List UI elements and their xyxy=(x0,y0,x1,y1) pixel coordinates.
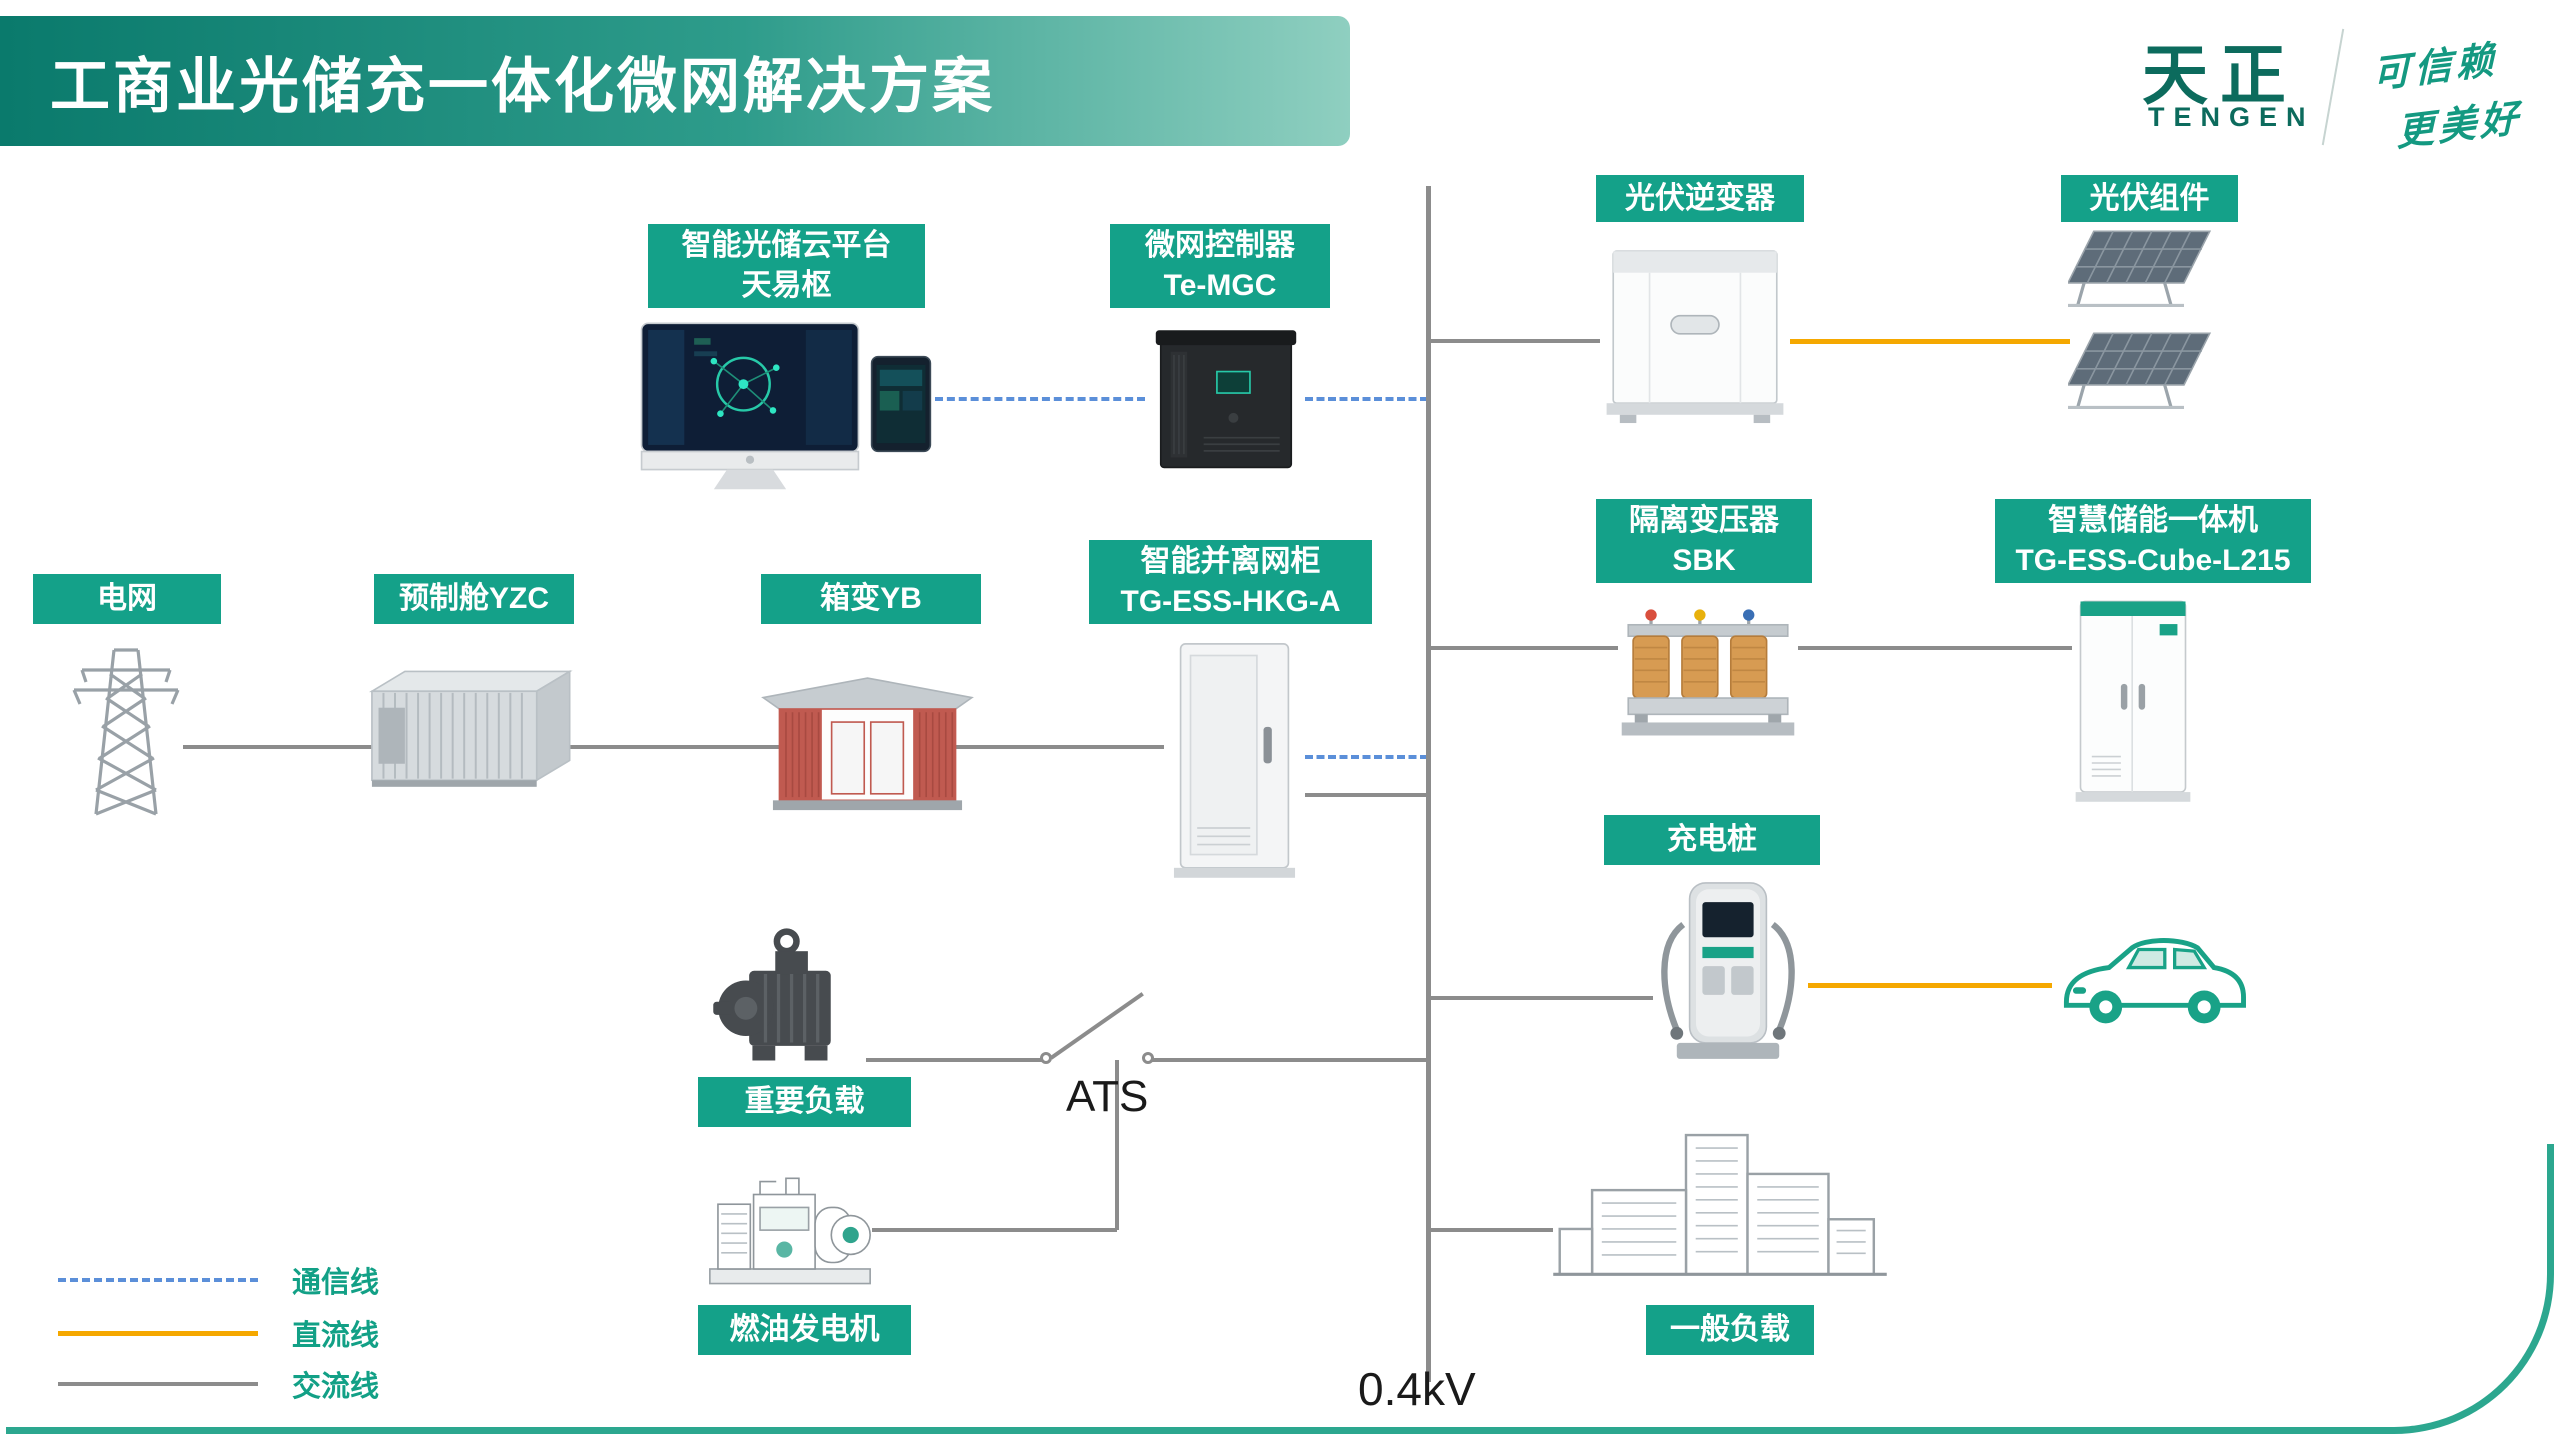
ev-charger-icon xyxy=(1648,875,1808,1070)
label-pv-modules: 光伏组件 xyxy=(2061,175,2238,222)
label-diesel-generator-text: 燃油发电机 xyxy=(729,1313,880,1347)
legend-comm-label: 通信线 xyxy=(292,1267,380,1299)
label-isolation-transformer-line1: 隔离变压器 xyxy=(1629,504,1779,538)
legend-dc-label: 直流线 xyxy=(292,1320,380,1352)
inverter-box-icon xyxy=(1600,238,1790,428)
label-pv-inverter: 光伏逆变器 xyxy=(1596,175,1804,222)
title-banner: 工商业光储充一体化微网解决方案 xyxy=(0,16,1350,146)
label-pv-modules-text: 光伏组件 xyxy=(2089,181,2210,215)
lv-bus-line xyxy=(1426,186,1431,1382)
ats-switch-blade xyxy=(1049,992,1144,1060)
brand-divider xyxy=(2321,28,2345,146)
solar-panel-icon xyxy=(2068,228,2213,312)
generator-icon xyxy=(705,1165,875,1292)
comm-line-controller-bus xyxy=(1305,397,1428,401)
dc-line-charger-car xyxy=(1808,983,2052,988)
solar-panel-icon xyxy=(2068,330,2213,414)
label-hybrid-cabinet: 智能并离网柜 TG-ESS-HKG-A xyxy=(1089,540,1372,624)
transformer-coils-icon xyxy=(1618,602,1798,742)
comm-line-platform-controller xyxy=(935,397,1145,401)
ac-line-motor-ats xyxy=(866,1058,1049,1062)
motor-icon xyxy=(710,925,865,1072)
legend-ac-line-sample xyxy=(58,1382,258,1386)
ac-line-grid-chain xyxy=(183,745,1164,749)
ac-line-transformer-ess xyxy=(1798,646,2072,650)
label-diesel-generator: 燃油发电机 xyxy=(698,1305,911,1355)
controller-box-icon xyxy=(1147,322,1305,474)
label-general-load-text: 一般负载 xyxy=(1670,1313,1790,1347)
brand-logo: 天正 xyxy=(2142,38,2298,112)
label-microgrid-controller-line1: 微网控制器 xyxy=(1145,229,1295,263)
label-general-load: 一般负载 xyxy=(1646,1305,1814,1355)
label-cloud-platform: 智能光储云平台 天易枢 xyxy=(648,224,925,308)
legend-item-comm: 通信线 xyxy=(58,1262,380,1299)
page-title: 工商业光储充一体化微网解决方案 xyxy=(50,52,995,120)
ats-contact-dot-left xyxy=(1040,1052,1052,1064)
label-ess-line1: 智慧储能一体机 xyxy=(2048,504,2258,538)
legend-dc-line-sample xyxy=(58,1330,258,1336)
substation-box-icon xyxy=(750,665,985,815)
battery-cabinet-icon xyxy=(2072,595,2194,805)
label-hybrid-cabinet-line1: 智能并离网柜 xyxy=(1140,545,1321,579)
brand-slogan-line1: 可信赖 xyxy=(2372,39,2498,97)
buildings-icon xyxy=(1550,1128,1890,1283)
ac-line-bus-charger xyxy=(1428,996,1653,1000)
transmission-tower-icon xyxy=(66,630,186,820)
page-frame-curve xyxy=(6,1144,2554,1434)
legend-comm-line-sample xyxy=(58,1278,258,1282)
ac-line-bus-inverter xyxy=(1428,339,1600,343)
dc-line-inverter-panels xyxy=(1790,339,2070,344)
label-grid-text: 电网 xyxy=(97,582,157,616)
brand-slogan-line2: 更美好 xyxy=(2396,97,2522,155)
label-charging-pile-text: 充电桩 xyxy=(1667,823,1757,857)
ats-contact-dot-right xyxy=(1142,1052,1154,1064)
label-isolation-transformer: 隔离变压器 SBK xyxy=(1596,499,1812,583)
ac-line-ats-generator-vertical xyxy=(1115,1060,1119,1230)
ac-line-bus-transformer xyxy=(1428,646,1618,650)
container-cabin-icon xyxy=(350,655,585,800)
label-cloud-platform-line1: 智能光储云平台 xyxy=(681,229,892,263)
bus-voltage-label: 0.4kV xyxy=(1358,1363,1476,1415)
label-prefab-cabin: 预制舱YZC xyxy=(374,574,574,624)
label-microgrid-controller-line2: Te-MGC xyxy=(1163,269,1277,302)
ac-line-cabinet-bus xyxy=(1305,793,1428,797)
ac-line-generator-horizontal xyxy=(872,1228,1117,1232)
label-important-load: 重要负载 xyxy=(698,1077,911,1127)
legend-item-dc: 直流线 xyxy=(58,1315,380,1352)
legend-item-ac: 交流线 xyxy=(58,1366,380,1403)
ats-label: ATS xyxy=(1066,1072,1149,1121)
label-important-load-text: 重要负载 xyxy=(744,1085,865,1119)
brand-logo-latin: TENGEN xyxy=(2148,102,2315,132)
comm-line-cabinet-bus xyxy=(1305,755,1428,759)
legend-ac-label: 交流线 xyxy=(292,1371,380,1403)
label-isolation-transformer-line2: SBK xyxy=(1672,544,1736,577)
label-box-transformer: 箱变YB xyxy=(761,574,981,624)
label-hybrid-cabinet-line2: TG-ESS-HKG-A xyxy=(1120,585,1341,618)
label-grid: 电网 xyxy=(33,574,221,624)
car-icon xyxy=(2050,928,2255,1035)
tablet-icon xyxy=(870,355,932,453)
electrical-cabinet-icon xyxy=(1164,635,1305,885)
ac-line-bus-building xyxy=(1428,1228,1553,1232)
label-ess-line2: TG-ESS-Cube-L215 xyxy=(2015,544,2291,577)
label-ess: 智慧储能一体机 TG-ESS-Cube-L215 xyxy=(1995,499,2311,583)
label-pv-inverter-text: 光伏逆变器 xyxy=(1625,181,1775,215)
label-cloud-platform-line2: 天易枢 xyxy=(741,269,832,302)
ac-line-ats-bus xyxy=(1146,1058,1428,1062)
label-prefab-cabin-text: 预制舱YZC xyxy=(399,582,549,616)
label-box-transformer-text: 箱变YB xyxy=(820,582,922,616)
label-charging-pile: 充电桩 xyxy=(1604,815,1820,865)
monitor-dashboard-icon xyxy=(635,318,865,493)
label-microgrid-controller: 微网控制器 Te-MGC xyxy=(1110,224,1330,308)
